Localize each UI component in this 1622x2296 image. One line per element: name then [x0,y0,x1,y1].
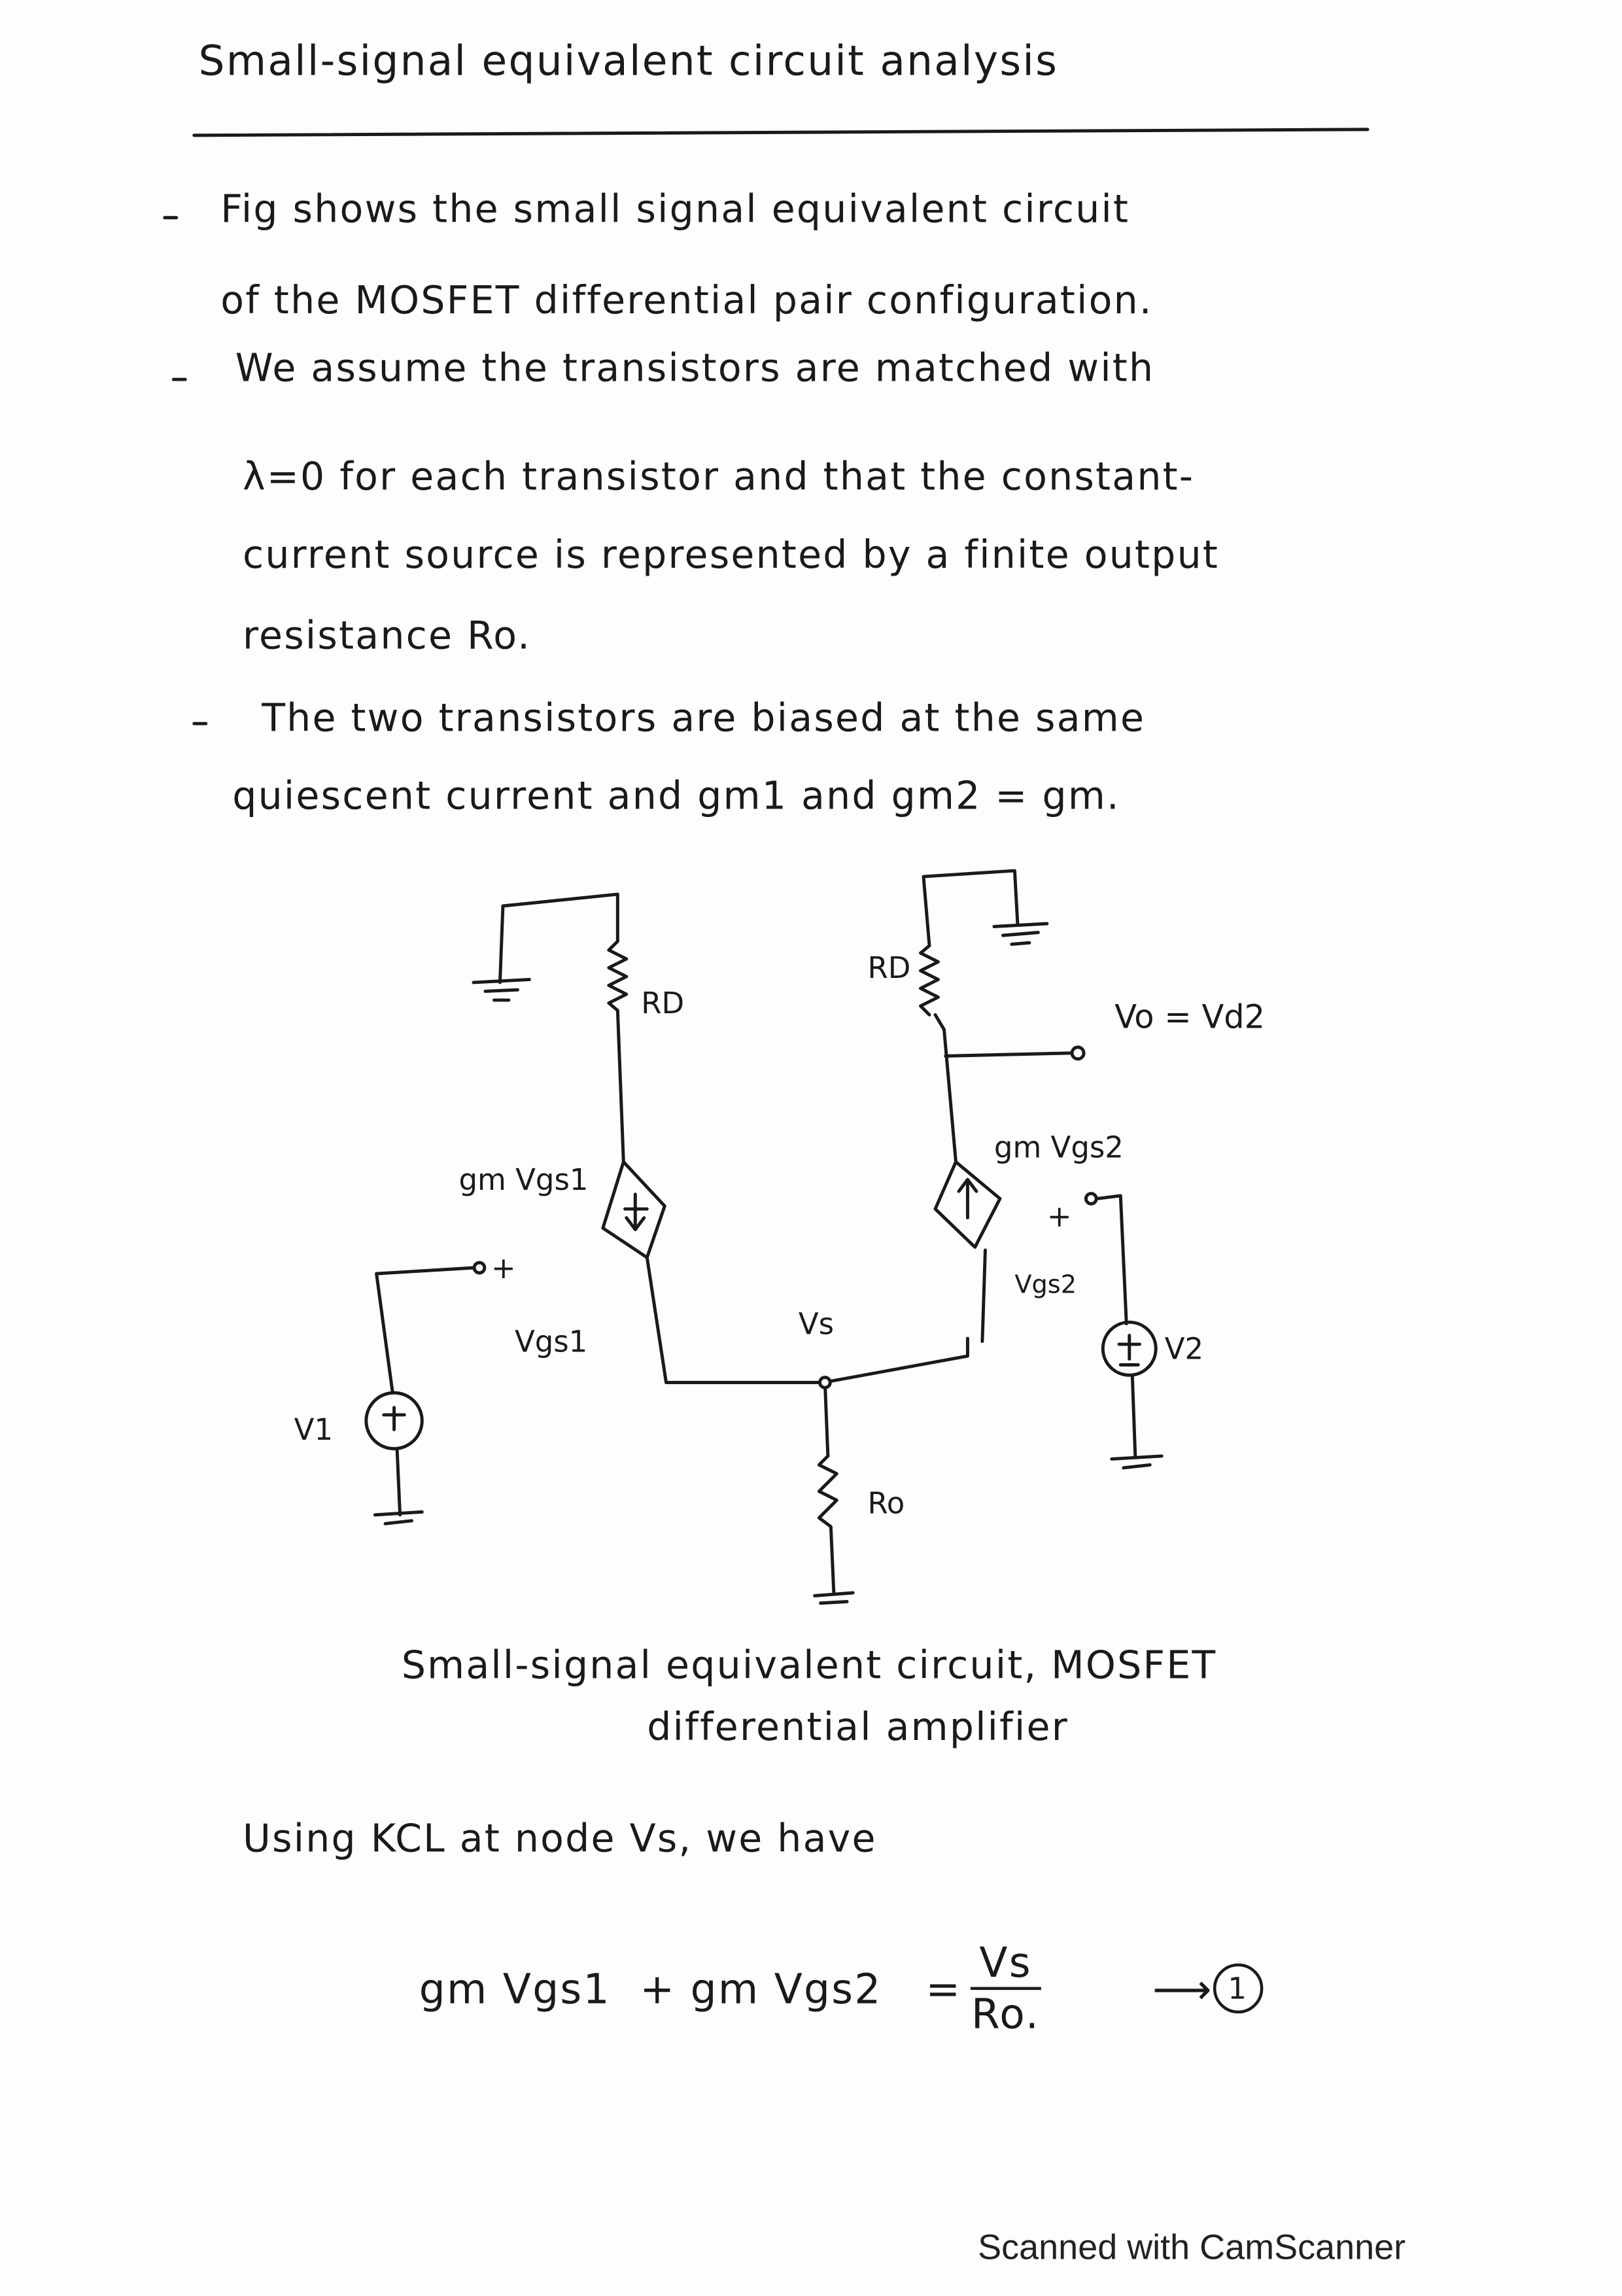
page-title: Small-signal equivalent circuit analysis [198,37,1059,86]
figure-caption-line-2: differential amplifier [647,1706,1069,1750]
label-vgs2: Vgs2 [1014,1270,1077,1300]
plus-sign [382,1406,406,1431]
bullet-3-line-2: quiescent current and gm1 and gm2 = gm. [232,774,1120,820]
wire [1130,1373,1137,1458]
eq-vgs1: Vgs1 [502,1964,611,2013]
gate-terminal-1 [472,1261,487,1275]
ground-icon [373,1510,424,1525]
ground-icon [1110,1454,1164,1470]
eq-fraction: Vs Ro. [970,1938,1041,2039]
label-rd-left: RD [641,985,685,1021]
label-v1: V1 [294,1412,334,1448]
wire [1095,1194,1128,1326]
label-v2: V2 [1164,1331,1204,1366]
wire [375,1266,475,1395]
wire [944,1051,1073,1058]
label-plus-right: + [1046,1198,1072,1234]
wire [498,892,619,984]
label-vo: Vo = Vd2 [1114,1000,1266,1037]
eq-vgs2: Vgs2 [774,1964,882,2013]
eq-gm-2: gm [690,1964,760,2013]
label-vgs1: Vgs1 [514,1323,588,1359]
current-arrow-icon [623,1192,649,1232]
resistor-rd-left [607,939,629,1164]
ground-icon [992,922,1049,946]
eq-gm-1: gm [419,1964,489,2013]
eq-denominator: Ro. [971,1990,1041,2039]
eq-plus: + [640,1964,676,2013]
vs-node [818,1376,832,1389]
wire [933,1013,958,1164]
voltage-source-v2 [1101,1320,1158,1377]
bullet-1-line-1: Fig shows the small signal equivalent ci… [220,188,1130,233]
bullet-2-line-4: resistance Ro. [242,614,532,659]
vo-terminal [1070,1045,1086,1061]
label-gm-vgs1: gm Vgs1 [458,1162,589,1198]
scanner-watermark: Scanned with CamScanner [978,2228,1406,2269]
ground-icon [813,1591,855,1605]
eq-equals: = [925,1964,962,2013]
plus-sign [1117,1334,1141,1366]
bullet-3-line-1: The two transistors are biased at the sa… [262,697,1146,742]
resistor-ro [817,1454,838,1595]
label-ro: Ro [867,1485,905,1521]
wire [980,1248,987,1344]
current-arrow-icon [957,1177,978,1220]
wire [823,1381,830,1458]
wire [395,1447,402,1517]
title-underline [192,128,1370,137]
bullet-2-line-2: λ=0 for each transistor and that the con… [242,456,1195,500]
bullet-2-line-1: We assume the transistors are matched wi… [235,347,1155,392]
bullet-2-line-3: current source is represented by a finit… [242,534,1220,578]
arrow-icon: ⟶ [1152,1964,1213,2013]
equation-number: 1 [1213,1963,1264,2014]
bullet-1-line-2: of the MOSFET differential pair configur… [220,279,1153,324]
label-plus-left: + [491,1250,516,1286]
label-gm-vgs2: gm Vgs2 [993,1129,1124,1165]
gate-terminal-2 [1084,1192,1098,1206]
eq-numerator: Vs [970,1938,1041,1991]
label-vs: Vs [798,1306,835,1342]
label-rd-right: RD [867,950,911,986]
kcl-equation: gm Vgs1 + gm Vgs2 = Vs Ro. ⟶ 1 [419,1938,1264,2039]
kcl-text: Using KCL at node Vs, we have [242,1818,877,1862]
resistor-rd-right [919,869,1020,1017]
ground-icon [472,977,531,1002]
figure-caption-line-1: Small-signal equivalent circuit, MOSFET [401,1644,1217,1689]
